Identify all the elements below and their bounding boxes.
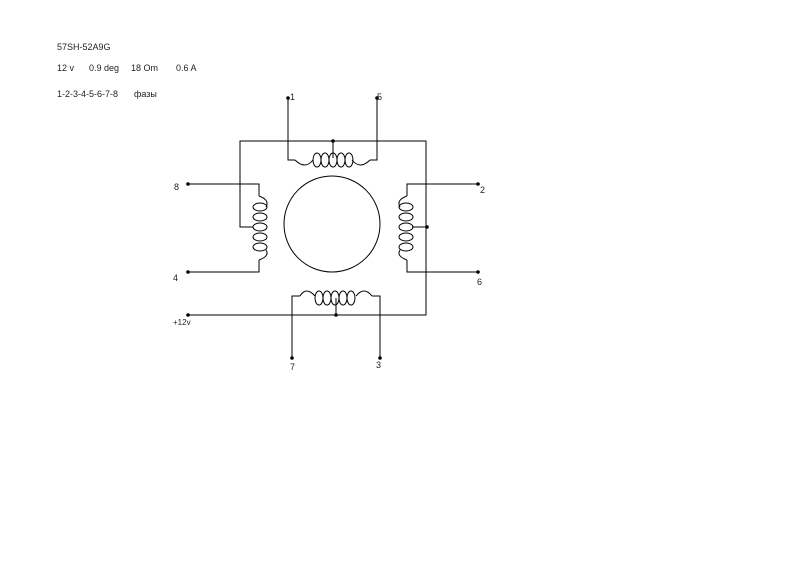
- terminal-2: 2: [480, 185, 485, 195]
- rotor: [283, 175, 381, 273]
- top-coil: [294, 159, 371, 166]
- terminal-4: 4: [173, 273, 178, 283]
- terminal-1: 1: [290, 92, 295, 102]
- terminal-3: 3: [376, 360, 381, 370]
- model-label: 57SH-52A9G: [57, 42, 111, 52]
- junction-dots: [186, 96, 480, 360]
- spec-step-angle: 0.9 deg: [89, 63, 120, 73]
- bottom-coil: [299, 290, 373, 297]
- phase-sequence: 1-2-3-4-5-6-7-8: [57, 89, 119, 99]
- spec-resistance: 18 Om: [131, 63, 159, 73]
- terminal-supply: +12v: [173, 318, 191, 327]
- terminal-8: 8: [174, 182, 179, 192]
- terminal-7: 7: [290, 362, 295, 372]
- common-frame-wire-right: [188, 140, 427, 316]
- spec-current: 0.6 A: [176, 63, 197, 73]
- terminal-6: 6: [477, 277, 482, 287]
- spec-voltage: 12 v: [57, 63, 75, 73]
- terminal-5: 5: [377, 92, 382, 102]
- phases-label: фазы: [134, 89, 157, 99]
